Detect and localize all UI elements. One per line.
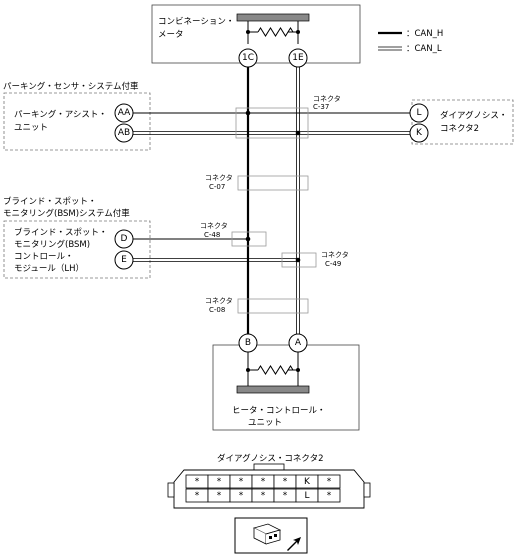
meter-bus-block: [236, 13, 310, 22]
legend-can-l: ：CAN_L: [406, 44, 442, 54]
connector-view-icon: [234, 517, 308, 554]
parking-group-title: パーキング・センサ・システム付車: [3, 81, 139, 92]
diag-face-cell-label: *: [283, 477, 288, 487]
heater-pin-a-label: A: [295, 338, 302, 348]
parking-pin-aa-label: AA: [118, 108, 131, 118]
legend: ：CAN_H ：CAN_L: [378, 29, 443, 54]
diag-face-cell-label: L: [304, 491, 309, 501]
diag-connector-group: L K ダイアグノシス・ コネクタ2: [409, 99, 514, 145]
termination-resistor-icon: [257, 365, 294, 375]
c08-label-2: C-08: [209, 306, 225, 314]
meter-pin-1c-label: 1C: [242, 53, 254, 63]
bsm-unit-label-4: モジュール（LH）: [14, 263, 84, 274]
meter-label-1: コンビネーション・: [158, 17, 234, 27]
c37-label-2: C-37: [313, 103, 329, 111]
connector-c08: [237, 298, 309, 314]
diag-face-cell-label: *: [239, 477, 244, 487]
connector-c07: [237, 175, 309, 191]
heater-control-unit: B A ヒータ・コントロール・ ユニット: [212, 333, 360, 431]
diag-face-cell-label: *: [217, 491, 222, 501]
heater-pin-b-label: B: [245, 338, 251, 348]
c07-label-1: コネクタ: [205, 173, 233, 182]
diag-face-cell: [317, 474, 341, 489]
c07-label-2: C-07: [209, 183, 225, 191]
parking-pin-ab: [114, 123, 134, 143]
c49-label-1: コネクタ: [321, 250, 349, 259]
diag-face-cell-label: K: [304, 477, 311, 487]
diag-pin-k: [409, 123, 429, 143]
diag-label-1: ダイアグノシス・: [440, 110, 507, 121]
bsm-unit-label-2: モニタリング(BSM): [14, 239, 90, 250]
diag-face-cell-label: *: [327, 477, 332, 487]
meter-pin-1e-label: 1E: [292, 53, 304, 63]
c48-label-1: コネクタ: [200, 221, 228, 230]
c08-label-1: コネクタ: [205, 296, 233, 305]
parking-unit-label-1: パーキング・アシスト・: [14, 109, 107, 120]
diag-pin-l: [409, 103, 429, 123]
diag-face-title: ダイアグノシス・コネクタ2: [217, 453, 323, 464]
diag-face-cell: [317, 488, 341, 503]
parking-group-box: [3, 92, 151, 151]
heater-label-1: ヒータ・コントロール・: [232, 406, 326, 416]
connector-c37: [235, 107, 309, 139]
diag-pin-l-label: L: [416, 108, 421, 118]
diag-face-cell-label: *: [217, 477, 222, 487]
bsm-group: ブラインド・スポット・ モニタリング(BSM)システム付車 ブラインド・スポット…: [3, 196, 151, 279]
bsm-group-box: [3, 220, 151, 279]
meter-pin-1e: [288, 48, 308, 68]
termination-resistor-icon: [257, 27, 294, 37]
parking-pin-ab-label: AB: [118, 128, 130, 138]
combination-meter: コンビネーション・ メータ 1C 1E: [151, 4, 361, 68]
heater-bus-block: [236, 385, 310, 394]
c37-label-1: コネクタ: [313, 94, 341, 103]
c49-label-2: C-49: [325, 260, 341, 268]
bsm-pin-e: [114, 250, 134, 270]
bsm-group-title-2: モニタリング(BSM)システム付車: [3, 208, 130, 219]
diag-label-2: コネクタ2: [440, 124, 479, 134]
diag-face-cell-label: *: [239, 491, 244, 501]
meter-label-2: メータ: [158, 30, 184, 40]
bsm-unit-label-3: コントロール・: [14, 252, 74, 262]
bsm-unit-label-1: ブラインド・スポット・: [14, 227, 108, 238]
parking-sensor-group: パーキング・センサ・システム付車 パーキング・アシスト・ ユニット AA AB: [3, 81, 151, 151]
diag-connector-box: [411, 99, 514, 145]
bsm-group-title-1: ブラインド・スポット・: [3, 196, 97, 207]
c48-label-2: C-48: [204, 231, 220, 239]
diag-face-cell-label: *: [283, 491, 288, 501]
diag-connector-face: ダイアグノシス・コネクタ2 * * * * * K * * * * * * L *: [167, 453, 371, 509]
connector-c49: [281, 252, 317, 268]
diag-face-cell-label: *: [261, 491, 266, 501]
diag-face-cell-label: *: [195, 491, 200, 501]
bsm-pin-d-label: D: [121, 234, 128, 244]
legend-can-h: ：CAN_H: [406, 29, 443, 39]
heater-label-2: ユニット: [248, 418, 282, 428]
diag-pin-k-label: K: [416, 128, 423, 138]
connector-c48: [231, 231, 267, 247]
diag-face-cell-label: *: [195, 477, 200, 487]
diag-face-cell-label: *: [261, 477, 266, 487]
diag-face-cell-label: *: [327, 491, 332, 501]
parking-unit-label-2: ユニット: [14, 123, 48, 133]
bsm-pin-e-label: E: [121, 255, 127, 265]
arrow-icon: [287, 537, 301, 551]
